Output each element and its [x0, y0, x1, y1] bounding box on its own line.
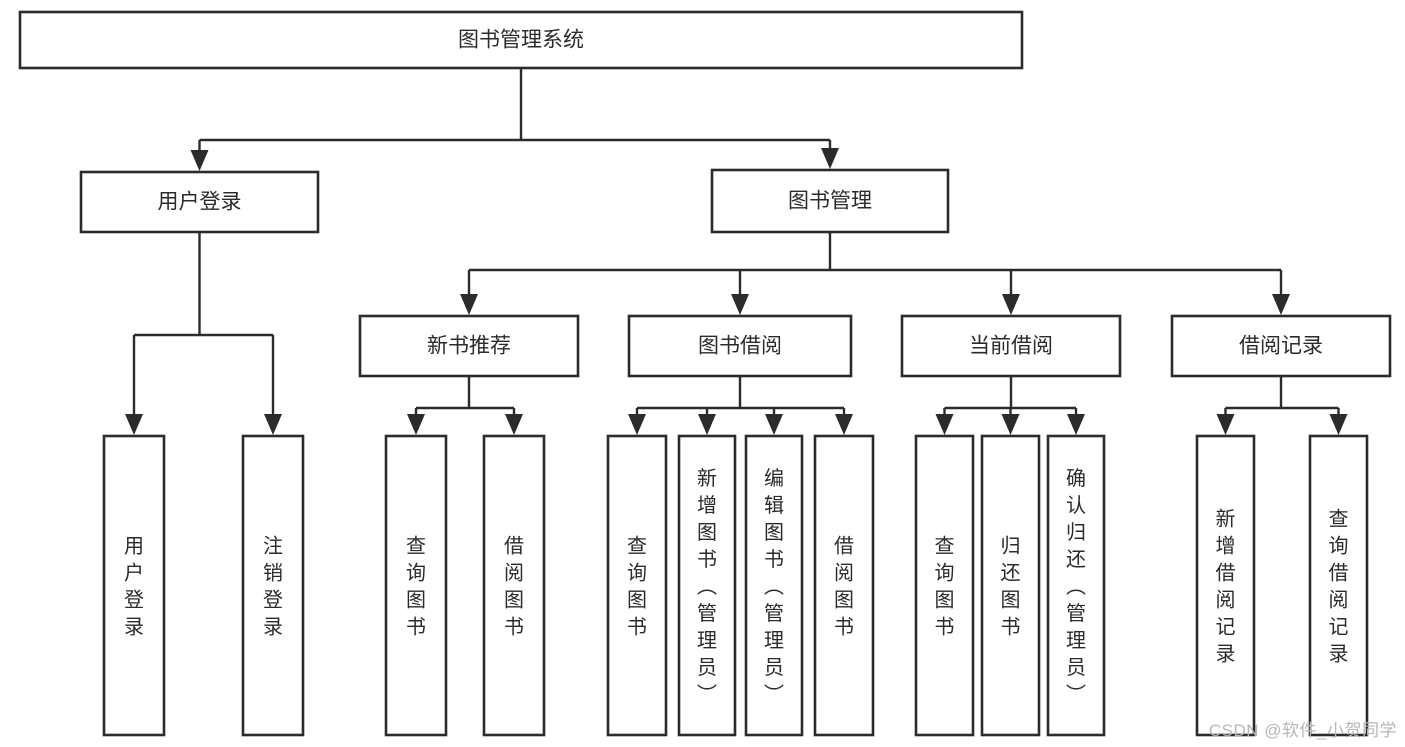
node-label: 确认归还︵管理员︶	[1066, 467, 1086, 706]
node-leaf_3[interactable]: 借阅图书	[482, 434, 546, 737]
node-box[interactable]	[1170, 314, 1392, 378]
node-label: 查询图书	[627, 535, 647, 639]
node-label: 查询图书	[935, 535, 955, 639]
node-root[interactable]: 图书管理系统	[18, 10, 1024, 70]
node-label: 图书管理系统	[458, 29, 584, 52]
node-l2_0[interactable]: 新书推荐	[358, 314, 580, 378]
node-leaf_12[interactable]: 查询借阅记录	[1308, 434, 1369, 737]
node-label: 新增借阅记录	[1216, 508, 1236, 666]
edge-layer	[125, 68, 1348, 435]
node-box[interactable]	[241, 434, 305, 737]
node-label: 注销登录	[263, 535, 283, 639]
node-l1_1[interactable]: 图书管理	[710, 168, 950, 234]
node-box[interactable]	[744, 434, 804, 737]
node-label: 借阅记录	[1239, 335, 1323, 358]
node-label: 借阅图书	[504, 535, 524, 639]
node-box[interactable]	[677, 434, 737, 737]
node-box[interactable]	[914, 434, 975, 737]
node-l2_1[interactable]: 图书借阅	[627, 314, 853, 378]
node-label: 新书推荐	[427, 335, 511, 358]
node-leaf_4[interactable]: 查询图书	[606, 434, 668, 737]
node-leaf_10[interactable]: 确认归还︵管理员︶	[1046, 434, 1106, 737]
node-label: 借阅图书	[834, 535, 854, 639]
node-box[interactable]	[384, 434, 448, 737]
node-label: 查询图书	[406, 535, 426, 639]
node-label: 查询借阅记录	[1329, 508, 1349, 666]
node-label: 图书借阅	[698, 335, 782, 358]
node-box[interactable]	[813, 434, 875, 737]
node-leaf_8[interactable]: 查询图书	[914, 434, 975, 737]
node-box[interactable]	[980, 434, 1041, 737]
node-label: 新增图书︵管理员︶	[697, 467, 717, 706]
node-box[interactable]	[1308, 434, 1369, 737]
node-box[interactable]	[900, 314, 1122, 378]
node-l2_3[interactable]: 借阅记录	[1170, 314, 1392, 378]
node-leaf_2[interactable]: 查询图书	[384, 434, 448, 737]
node-box[interactable]	[102, 434, 166, 737]
node-l2_2[interactable]: 当前借阅	[900, 314, 1122, 378]
node-layer: 图书管理系统用户登录图书管理新书推荐图书借阅当前借阅借阅记录用户登录注销登录查询…	[18, 10, 1392, 737]
node-label: 图书管理	[788, 190, 872, 213]
node-leaf_11[interactable]: 新增借阅记录	[1195, 434, 1256, 737]
node-leaf_9[interactable]: 归还图书	[980, 434, 1041, 737]
node-leaf_1[interactable]: 注销登录	[241, 434, 305, 737]
node-box[interactable]	[606, 434, 668, 737]
node-box[interactable]	[358, 314, 580, 378]
node-box[interactable]	[1195, 434, 1256, 737]
node-box[interactable]	[482, 434, 546, 737]
node-label: 编辑图书︵管理员︶	[764, 467, 784, 706]
node-l1_0[interactable]: 用户登录	[79, 170, 320, 234]
watermark-label: CSDN @软件_小贺同学	[1208, 721, 1397, 740]
node-leaf_5[interactable]: 新增图书︵管理员︶	[677, 434, 737, 737]
node-leaf_6[interactable]: 编辑图书︵管理员︶	[744, 434, 804, 737]
node-box[interactable]	[79, 170, 320, 234]
node-box[interactable]	[627, 314, 853, 378]
node-box[interactable]	[1046, 434, 1106, 737]
node-leaf_0[interactable]: 用户登录	[102, 434, 166, 737]
node-label: 用户登录	[124, 536, 144, 639]
node-label: 用户登录	[158, 191, 242, 214]
node-box[interactable]	[18, 10, 1024, 70]
node-leaf_7[interactable]: 借阅图书	[813, 434, 875, 737]
node-label: 当前借阅	[969, 335, 1053, 358]
node-label: 归还图书	[1001, 535, 1021, 639]
node-box[interactable]	[710, 168, 950, 234]
